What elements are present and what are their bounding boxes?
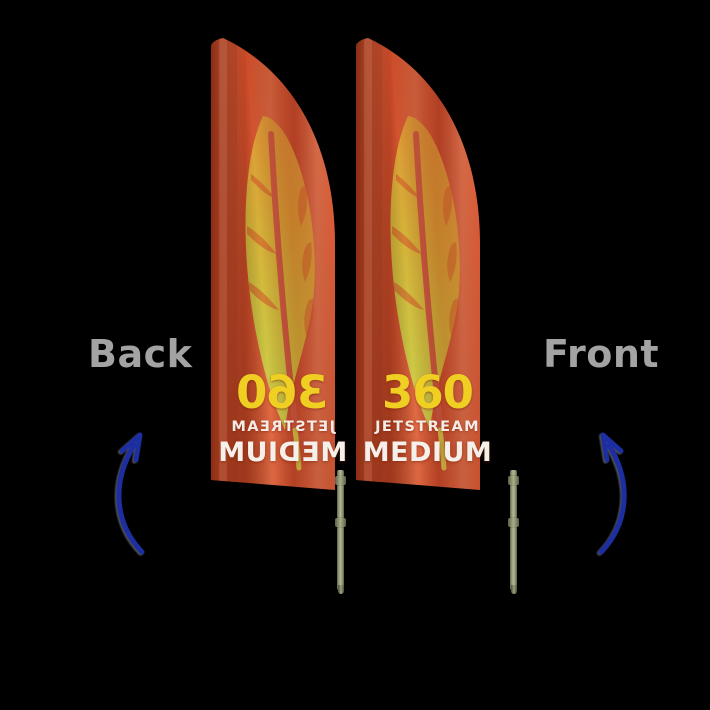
curved-arrow-up-left-icon <box>598 432 627 555</box>
flag-front-view[interactable]: 360 JETSTREAM MEDIUM <box>355 30 519 594</box>
front-view-arrow-icon <box>553 415 643 560</box>
back-view-label: Back <box>88 332 193 376</box>
pole-clip-lower <box>508 518 519 527</box>
flag-artwork-front <box>356 38 480 490</box>
pole-clip-upper <box>335 476 346 485</box>
feather-flag-pair: 360 JETSTREAM MEDIUM <box>210 30 519 594</box>
flag-pole-back <box>335 470 346 594</box>
flag-pole-front <box>508 470 519 594</box>
front-view-label: Front <box>543 332 660 376</box>
pole-tip <box>337 585 344 594</box>
back-view-arrow-icon <box>100 415 190 560</box>
pole-clip-upper <box>508 476 519 485</box>
pole-clip-lower <box>335 518 346 527</box>
flag-artwork-back <box>211 38 335 490</box>
curved-arrow-up-right-icon <box>116 432 145 555</box>
flag-body-front: 360 JETSTREAM MEDIUM <box>355 38 500 490</box>
flag-body-back: 360 JETSTREAM MEDIUM <box>210 38 355 490</box>
flag-back-view[interactable]: 360 JETSTREAM MEDIUM <box>210 30 355 594</box>
pole-tip <box>510 585 517 594</box>
